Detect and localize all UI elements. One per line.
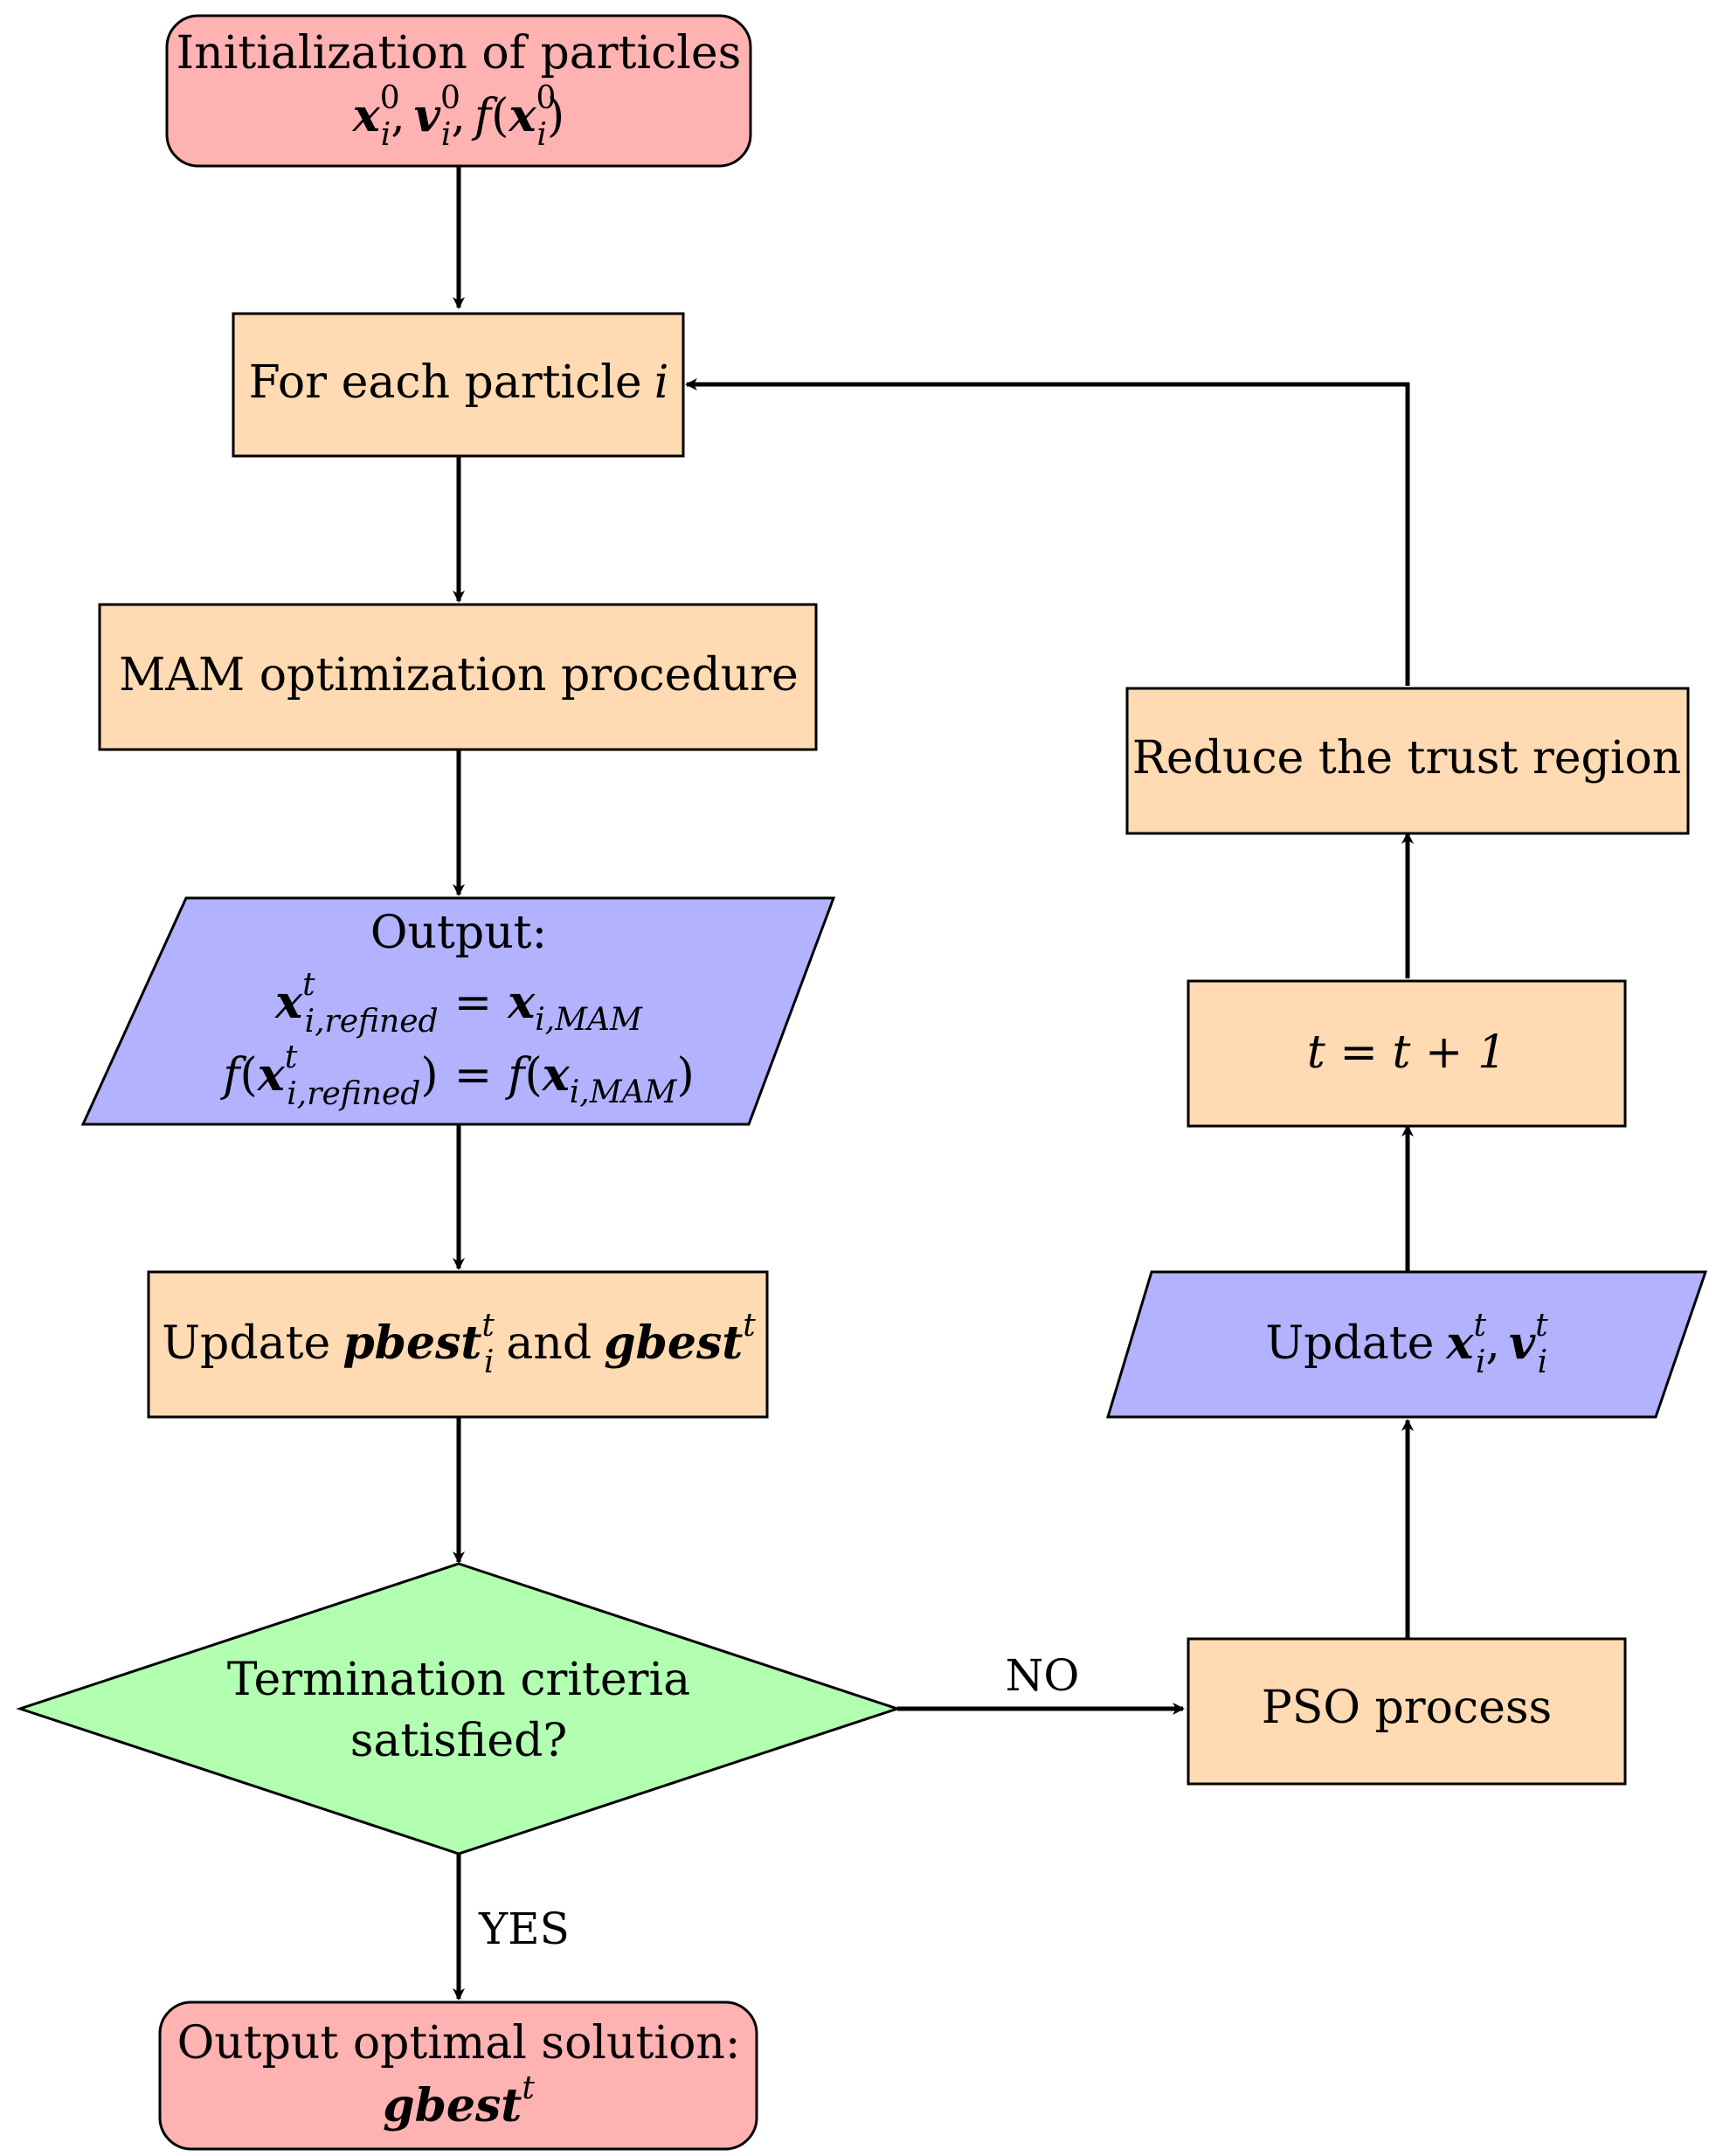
final-formula: gbestt bbox=[383, 2070, 535, 2132]
update-xv-parallelogram bbox=[1105, 1270, 1708, 1419]
init-title: Initialization of particles bbox=[176, 27, 742, 79]
final-terminal bbox=[158, 2001, 758, 2151]
mam-label: MAM optimization procedure bbox=[119, 649, 799, 701]
edge-label-no: NO bbox=[1006, 1650, 1080, 1701]
update-best-box bbox=[147, 1270, 769, 1419]
decision-line-1: Termination criteria bbox=[227, 1654, 690, 1706]
decision-line-2: satisfied? bbox=[350, 1715, 568, 1767]
init-terminal bbox=[165, 14, 752, 168]
node-shapes bbox=[16, 14, 1708, 2151]
reduce-label: Reduce the trust region bbox=[1132, 732, 1682, 784]
edge-label-yes: YES bbox=[478, 1904, 570, 1954]
pso-box bbox=[1187, 1637, 1627, 1786]
mam-box bbox=[98, 603, 818, 751]
output-title: Output: bbox=[370, 907, 547, 959]
pso-label: PSO process bbox=[1262, 1682, 1553, 1734]
foreach-box bbox=[232, 312, 685, 458]
increment-box bbox=[1187, 979, 1627, 1128]
reduce-box bbox=[1125, 687, 1690, 835]
connectors bbox=[453, 166, 1414, 2001]
edge-reduce-to-foreach bbox=[685, 378, 1410, 686]
final-title: Output optimal solution: bbox=[177, 2017, 741, 2070]
decision-diamond bbox=[16, 1562, 902, 1855]
output-parallelogram bbox=[80, 896, 836, 1126]
increment-label: t = t + 1 bbox=[1307, 1026, 1506, 1079]
